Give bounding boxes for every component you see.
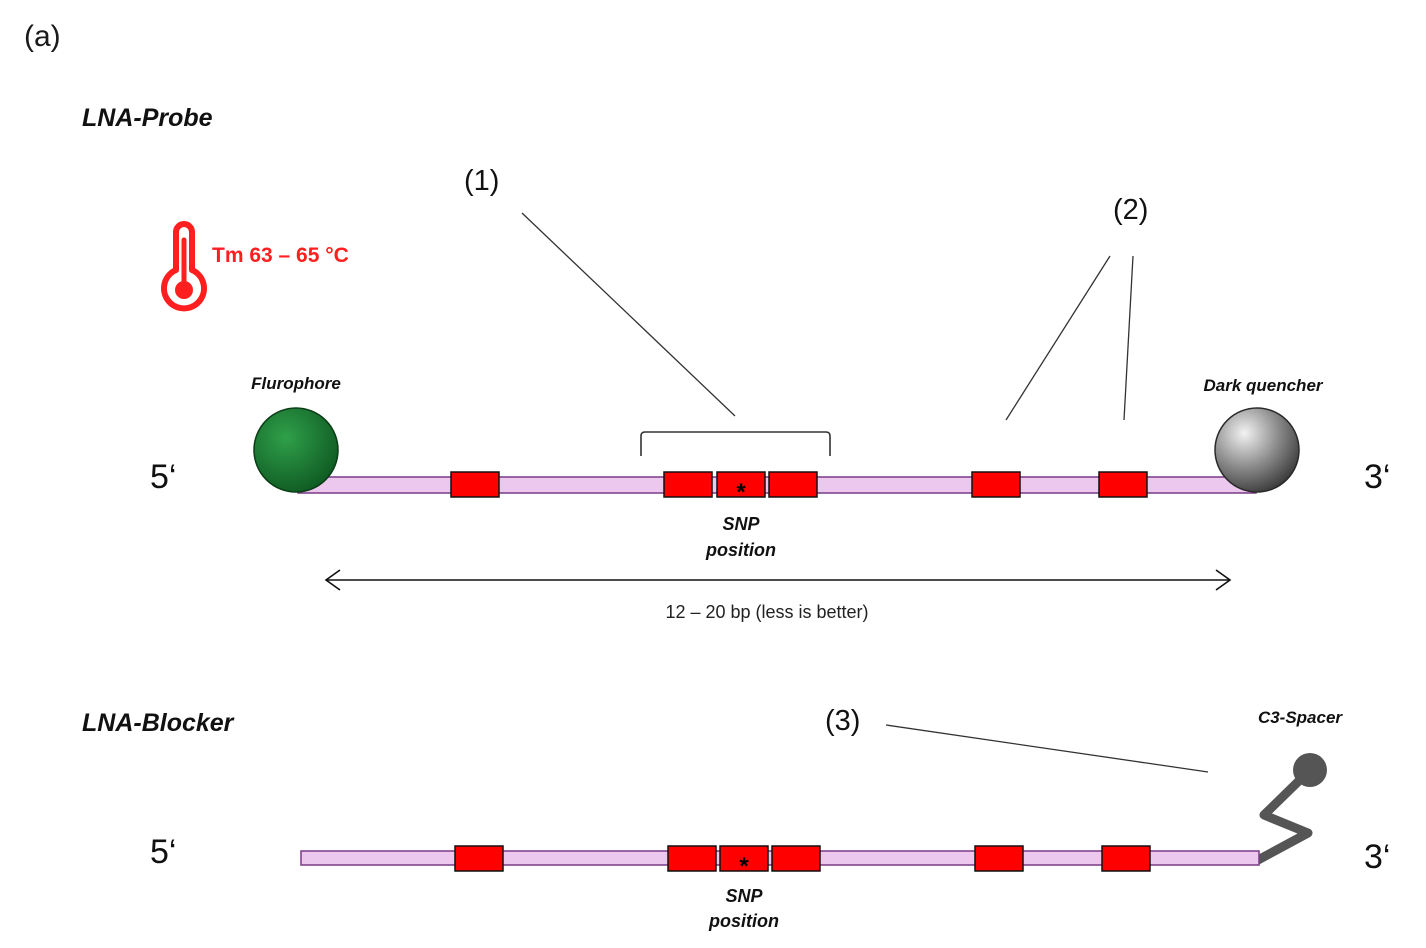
callout-3: (3) xyxy=(825,705,860,737)
spacer-label: C3-Spacer xyxy=(1258,708,1343,727)
blocker-snp-label-line1: SNP xyxy=(725,886,763,906)
quencher-sphere xyxy=(1214,407,1300,493)
blocker-section: LNA-Blocker (3) C3-Spacer * 5‘ 3‘ SNP po… xyxy=(82,705,1390,931)
probe-snp-label-line1: SNP xyxy=(722,514,760,534)
lna-block-snp xyxy=(716,471,766,498)
snp-marker: * xyxy=(739,853,749,880)
snp-bracket xyxy=(640,431,831,456)
callout-2: (2) xyxy=(1113,194,1148,226)
melting-temperature: Tm 63 – 65 °C xyxy=(212,244,349,267)
callout-1: (1) xyxy=(464,165,499,197)
panel-label: (a) xyxy=(24,20,61,53)
lna-block xyxy=(450,471,500,498)
snp-marker: * xyxy=(736,479,746,506)
probe-three-prime: 3‘ xyxy=(1364,458,1390,496)
blocker-snp-label-line2: position xyxy=(708,911,779,931)
lna-block xyxy=(971,471,1021,498)
lna-block xyxy=(771,845,821,872)
blocker-three-prime: 3‘ xyxy=(1364,838,1390,876)
callout-3-leader xyxy=(885,724,1209,773)
lna-block xyxy=(1098,471,1148,498)
lna-block xyxy=(454,845,504,872)
blocker-five-prime: 5‘ xyxy=(150,833,176,871)
c3-spacer-icon xyxy=(1253,753,1327,865)
thermometer-icon xyxy=(161,221,207,312)
lna-block xyxy=(768,471,818,498)
callout-1-leader xyxy=(521,212,736,417)
length-label: 12 – 20 bp (less is better) xyxy=(665,602,868,622)
probe-snp-label-line2: position xyxy=(705,540,776,560)
quencher-label: Dark quencher xyxy=(1203,376,1323,395)
fluorophore-label: Flurophore xyxy=(251,374,341,393)
lna-block xyxy=(1101,845,1151,872)
lna-block xyxy=(663,471,713,498)
probe-section: LNA-Probe Tm 63 – 65 °C (1) (2) * Flurop… xyxy=(82,104,1390,622)
lna-block-snp xyxy=(719,845,769,872)
double-arrow-icon xyxy=(324,569,1232,591)
blocker-title: LNA-Blocker xyxy=(82,709,235,737)
fluorophore-sphere xyxy=(253,407,339,493)
lna-block xyxy=(667,845,717,872)
callout-2-leader-a xyxy=(1005,255,1111,421)
probe-five-prime: 5‘ xyxy=(150,458,176,496)
lna-block xyxy=(974,845,1024,872)
probe-title: LNA-Probe xyxy=(82,104,213,132)
callout-2-leader-b xyxy=(1123,255,1134,421)
